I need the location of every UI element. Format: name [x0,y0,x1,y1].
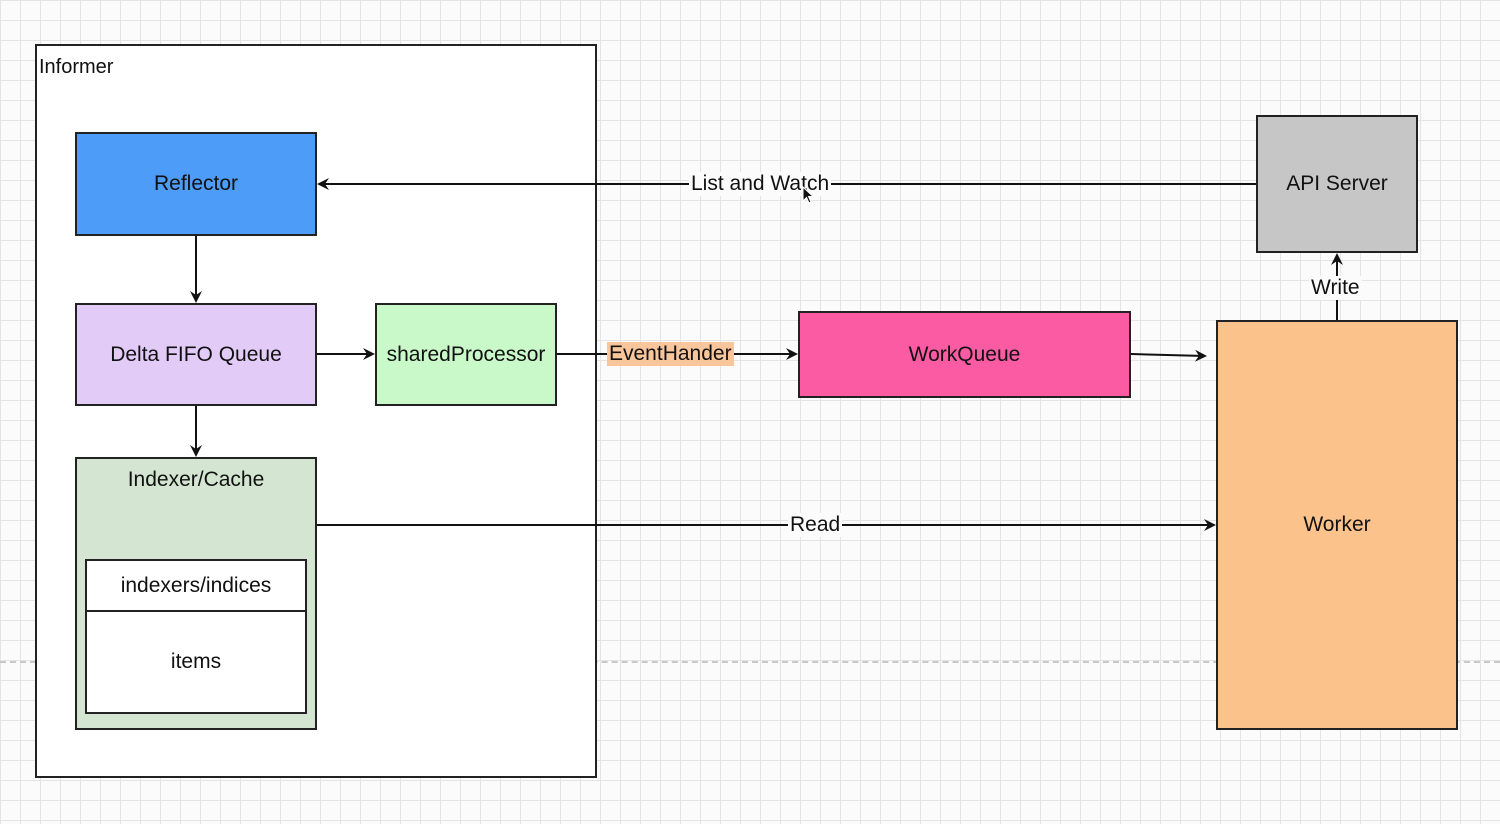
workqueue-to-worker-arrow [1130,349,1207,362]
workqueue-label: WorkQueue [908,342,1021,366]
indexers-indices-label: indexers/indices [120,573,272,597]
reflector-node[interactable]: Reflector [75,132,317,236]
delta-fifo-queue-label: Delta FIFO Queue [110,342,282,366]
worker-label: Worker [1303,513,1371,536]
items-cell[interactable]: items [85,610,307,714]
delta-fifo-queue-node[interactable]: Delta FIFO Queue [75,303,317,406]
reflector-label: Reflector [153,172,239,195]
workqueue-node[interactable]: WorkQueue [798,311,1131,398]
indexers-indices-cell[interactable]: indexers/indices [85,559,307,612]
shared-processor-label: sharedProcessor [386,342,546,366]
dashed-guide-line [0,661,1500,663]
informer-label: Informer [39,56,114,78]
api-server-label: API Server [1286,172,1388,195]
indexer-cache-label: Indexer/Cache [127,468,265,491]
list-and-watch-label: List and Watch [689,172,832,196]
write-label: Write [1309,276,1362,300]
items-label: items [170,650,222,673]
mouse-cursor-icon [802,186,814,204]
event-handler-label: EventHander [607,342,734,366]
worker-node[interactable]: Worker [1216,320,1458,730]
api-server-node[interactable]: API Server [1256,115,1418,253]
read-label: Read [788,513,843,537]
shared-processor-node[interactable]: sharedProcessor [375,303,557,406]
